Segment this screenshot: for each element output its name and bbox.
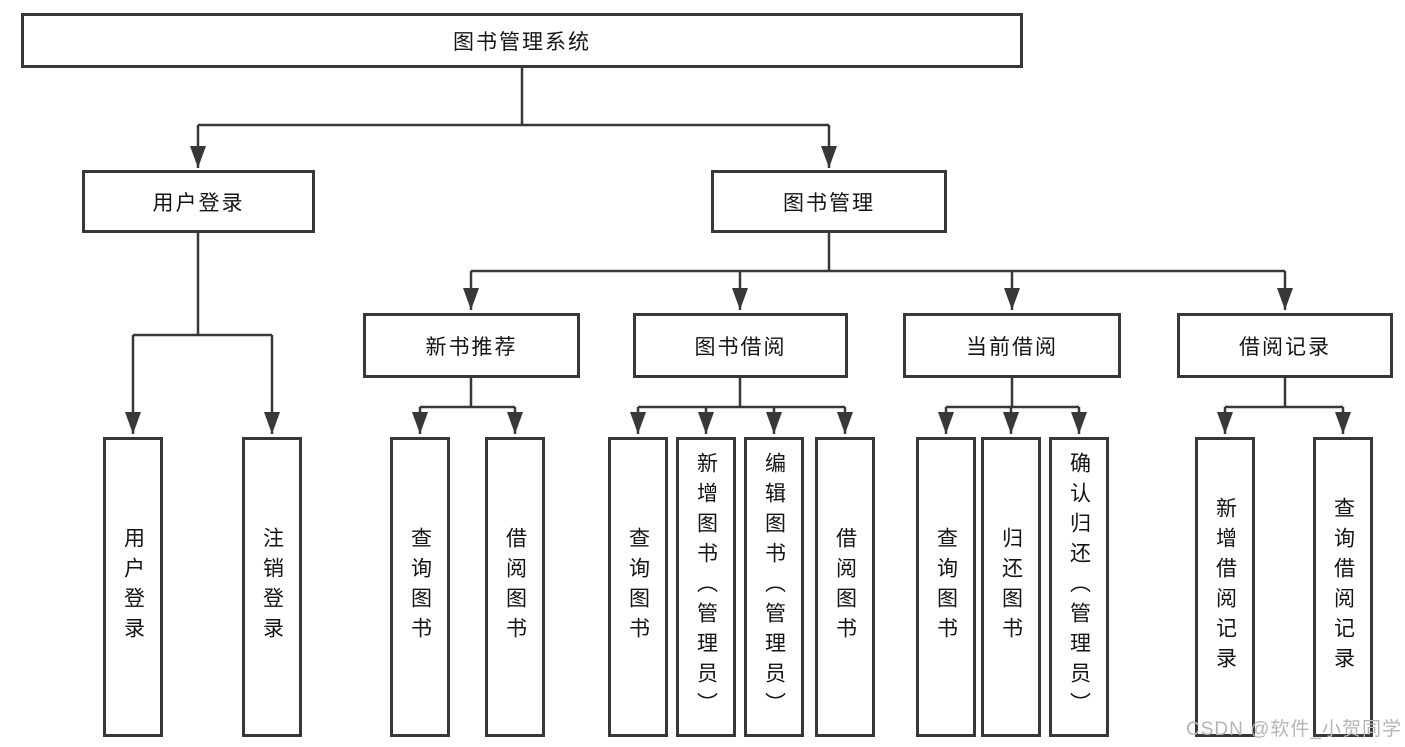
leaf-label: 查询图书	[934, 527, 958, 647]
watermark: CSDN @软件_小贺同学	[1186, 719, 1402, 740]
leaf-label: 借阅图书	[503, 527, 527, 647]
leaf-label: 归还图书	[999, 527, 1023, 647]
leaf-label: 借阅图书	[833, 527, 857, 647]
leaf-borrow-borrow-books: 借阅图书	[815, 437, 875, 737]
leaf-borrow-query-books: 查询图书	[608, 437, 668, 737]
leaf-label: 查询图书	[408, 527, 432, 647]
connector-root-trunk	[198, 68, 829, 127]
leaf-recommend-query-books: 查询图书	[390, 437, 450, 737]
leaf-logout-login: 注销登录	[242, 437, 302, 737]
leaf-current-confirm-return-admin: 确认归还（管理员）	[1049, 437, 1109, 737]
leaf-records-query-record: 查询借阅记录	[1313, 437, 1373, 737]
leaf-label: 查询图书	[626, 527, 650, 647]
connector-records-trunk	[1225, 378, 1343, 409]
leaf-label: 新增图书（管理员）	[694, 452, 718, 722]
node-user-login: 用户登录	[82, 170, 315, 233]
node-book-management: 图书管理	[711, 170, 947, 233]
connector-recommend-trunk	[420, 378, 515, 409]
node-current-borrow: 当前借阅	[903, 313, 1121, 378]
leaf-records-add-record: 新增借阅记录	[1195, 437, 1255, 737]
leaf-current-query-books: 查询图书	[916, 437, 976, 737]
leaf-label: 查询借阅记录	[1331, 497, 1355, 677]
connector-book-management-trunk	[471, 233, 1285, 273]
connector-current-trunk	[946, 378, 1079, 409]
leaf-label: 用户登录	[121, 527, 145, 647]
node-new-book-recommend: 新书推荐	[363, 313, 580, 378]
node-book-borrow: 图书借阅	[633, 313, 848, 378]
leaf-borrow-edit-books-admin: 编辑图书（管理员）	[744, 437, 804, 737]
leaf-recommend-borrow-books: 借阅图书	[485, 437, 545, 737]
leaf-label: 注销登录	[260, 527, 284, 647]
leaf-label: 新增借阅记录	[1213, 497, 1237, 677]
node-borrow-records: 借阅记录	[1177, 313, 1393, 378]
connector-user-login-trunk	[133, 233, 272, 337]
leaf-label: 确认归还（管理员）	[1067, 452, 1091, 722]
leaf-user-login: 用户登录	[103, 437, 163, 737]
leaf-current-return-books: 归还图书	[981, 437, 1041, 737]
leaf-borrow-add-books-admin: 新增图书（管理员）	[676, 437, 736, 737]
connector-borrow-trunk	[638, 378, 845, 409]
leaf-label: 编辑图书（管理员）	[762, 452, 786, 722]
node-library-management-system: 图书管理系统	[21, 13, 1023, 68]
